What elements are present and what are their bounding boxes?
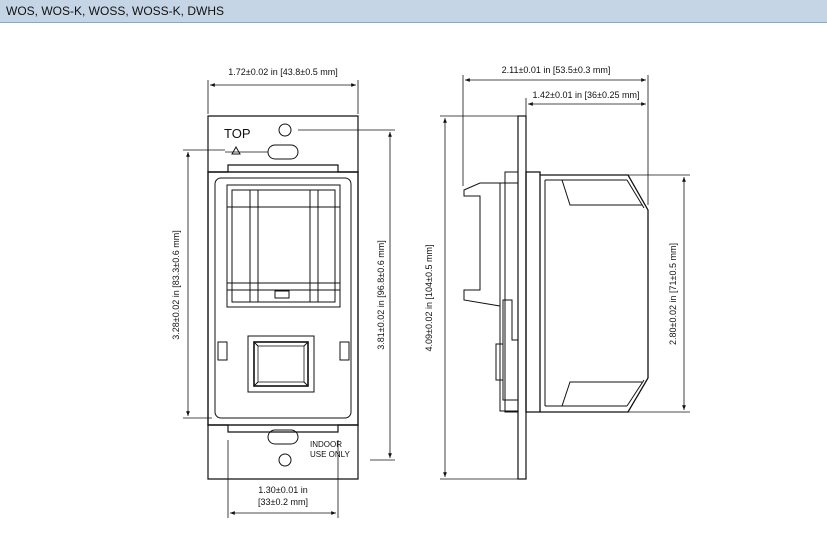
front-view (207, 115, 359, 480)
bottom-slot (267, 429, 299, 445)
top-label: TOP (224, 126, 251, 141)
push-button (253, 341, 309, 387)
bottom-plate (207, 424, 359, 480)
header-bar: WOS, WOS-K, WOSS, WOSS-K, DWHS (0, 0, 827, 23)
sensor-window (226, 184, 341, 308)
dim-front-height-body: 3.28±0.02 in [83.3±0.6 mm] (171, 230, 181, 339)
side-back-housing (463, 182, 501, 307)
front-dimensions (183, 80, 395, 518)
indoor-label-line2: USE ONLY (310, 450, 351, 459)
side-strap (517, 115, 527, 480)
dim-front-width: 1.72±0.02 in [43.8±0.5 mm] (228, 67, 337, 77)
top-triangle (231, 145, 241, 155)
side-dimensions (440, 75, 690, 480)
dim-side-depth-total: 2.11±0.01 in [53.5±0.3 mm] (502, 65, 611, 75)
body-inner-frame (214, 177, 352, 419)
push-button-frame (247, 335, 315, 393)
top-screw-hole (278, 123, 292, 137)
top-slot (267, 144, 299, 160)
main-body (207, 171, 359, 426)
dim-side-depth-front: 1.42±0.01 in [36±0.25 mm] (533, 90, 640, 100)
side-view (463, 115, 649, 480)
side-front-housing (525, 171, 541, 413)
indoor-label-line1: INDOOR (310, 440, 342, 449)
center-tab (274, 290, 290, 299)
dim-front-height-opening: 3.81±0.02 in [96.8±0.6 mm] (376, 240, 386, 349)
dim-front-bottom-line1: 1.30±0.01 in (258, 485, 307, 495)
dim-side-total-height: 4.09±0.02 in [104±0.5 mm] (424, 245, 434, 352)
dim-side-lens-height: 2.80±0.02 in [71±0.5 mm] (668, 243, 678, 345)
dim-front-bottom-line2: [33±0.2 mm] (258, 497, 308, 507)
bottom-screw-hole (278, 453, 292, 467)
page-title: WOS, WOS-K, WOSS, WOSS-K, DWHS (6, 4, 224, 18)
